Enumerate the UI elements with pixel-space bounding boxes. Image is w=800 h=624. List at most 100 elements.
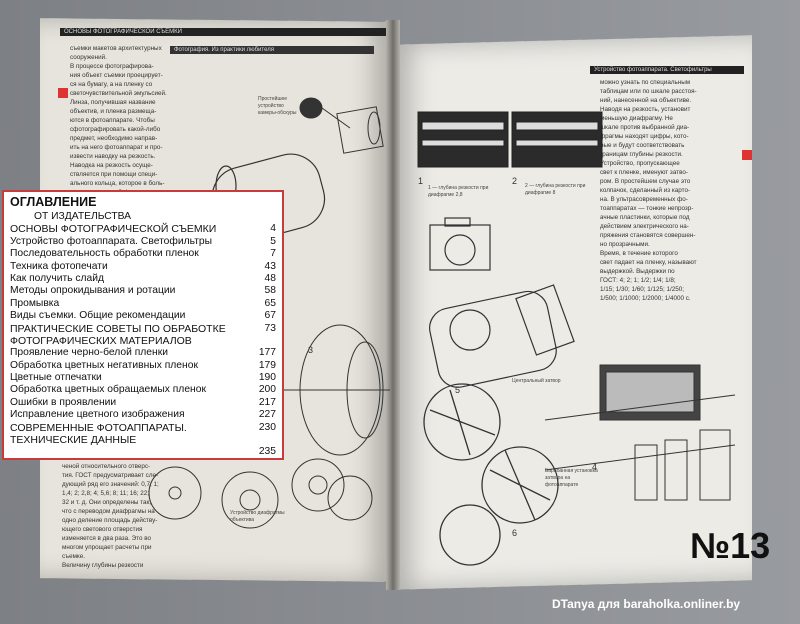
figure-number: 2	[512, 176, 518, 186]
text-line: 1/15; 1/30; 1/60; 1/125; 1/250;	[600, 286, 685, 293]
caption-depth-2: 2 — глубина резкости при диафрагме 8	[525, 183, 586, 196]
text-line: на. В ультрасовременных фо-	[600, 196, 688, 203]
toc-entry-title: Обработка цветных негативных пленок	[10, 359, 198, 371]
issue-number: №13	[690, 525, 771, 566]
text-line: что с переводом диафрагмы на	[62, 508, 155, 515]
text-line: сооружений.	[70, 54, 107, 61]
pinhole-camera-figure	[299, 97, 384, 154]
right-page-header: Устройство фотоаппарата. Светофильтры	[590, 66, 744, 74]
shutter-blades-figure	[148, 458, 373, 529]
right-red-marker	[742, 150, 752, 160]
text-line: шкале против выбранной диа-	[600, 124, 690, 131]
toc-entry: Промывка 65	[10, 298, 276, 310]
depth-scale-figures	[417, 111, 603, 168]
caption-depth-1: 1 — глубина резкости при диафрагме 2,8	[428, 185, 489, 198]
text-line: ющего светового отверстия	[62, 526, 143, 533]
film-transport-figure	[544, 364, 736, 501]
figure-number: 4	[592, 462, 598, 472]
text-line: съемки макетов архитектурных	[70, 45, 162, 52]
text-line: свет к пленке, именуют затво-	[600, 169, 688, 176]
text-line: предмет, необходимо направ-	[70, 135, 158, 142]
text-line: В процессе фотографирова-	[70, 63, 154, 70]
caption-shutter: Центральный затвор	[512, 378, 561, 384]
text-line: съемке.	[62, 553, 85, 560]
toc-entry-title: Методы опрокидывания и ротации	[10, 285, 176, 297]
text-line: Величину глубины резкости	[62, 562, 144, 569]
text-line: но прозрачными.	[600, 241, 650, 248]
book-gutter	[386, 20, 400, 590]
text-line: ального кольца, которое в боль-	[70, 180, 165, 187]
toc-entry-title: ФОТОГРАФИЧЕСКИХ МАТЕРИАЛОВ	[10, 334, 192, 347]
text-line: извести наводку на резкость.	[70, 153, 156, 160]
toc-entry-title: Последовательность обработки пленок	[10, 248, 199, 260]
text-line: изменяется в два раза. Это во	[62, 535, 152, 542]
toc-entry-page: 65	[264, 297, 276, 309]
toc-entry-page: 230	[258, 421, 276, 433]
text-line: фрагмы находят цифры, кото-	[600, 133, 689, 140]
text-line: ся на бумагу, а на пленку со	[70, 81, 153, 88]
text-line: таблицам или по шкале расстоя-	[600, 88, 697, 95]
toc-entry-page: 217	[258, 396, 276, 408]
text-line: границам глубины резкости.	[600, 151, 683, 158]
text-line: ить на него фотоаппарат и про-	[70, 144, 163, 151]
toc-entry: ФОТОГРАФИЧЕСКИХ МАТЕРИАЛОВ	[10, 335, 276, 347]
toc-entry-page: 179	[258, 359, 276, 371]
toc-entry-page: 43	[264, 260, 276, 272]
toc-entry-title: ТЕХНИЧЕСКИЕ ДАННЫЕ	[10, 434, 137, 447]
text-line: пряжения становятся совершен-	[600, 232, 696, 239]
toc-entry-page: 4	[270, 223, 276, 235]
text-line: ром. В простейшем случае это	[600, 178, 691, 185]
lens-cross-section-figure	[280, 324, 390, 456]
camera-body-figure	[429, 217, 491, 271]
toc-entry-title: Исправление цветного изображения	[10, 409, 185, 421]
toc-entry-title: Промывка	[10, 297, 60, 309]
text-line: 1,4; 2; 2,8; 4; 5,6; 8; 11; 16; 22;	[62, 490, 150, 497]
figure-number: 3	[308, 345, 314, 355]
figure-number: 1	[418, 176, 424, 186]
text-line: ния объект съемки проецирует-	[70, 72, 163, 79]
text-line: рые и будут соответствовать	[600, 142, 685, 149]
text-line: выдержкой. Выдержки по	[600, 268, 675, 275]
text-line: 1/500; 1/1000; 1/2000; 1/4000 с.	[600, 295, 691, 302]
text-line: Линза, получившая название	[70, 99, 156, 106]
toc-entry-page: 48	[264, 272, 276, 284]
toc-entry-page: 235	[258, 446, 276, 458]
text-line: меньшую диафрагму. Не	[600, 115, 673, 122]
toc-entry-page: 58	[264, 285, 276, 297]
text-line: действием электрического на-	[600, 223, 689, 230]
text-line: одно деление площадь действу-	[62, 517, 158, 524]
text-line: колпачок, сделанный из карто-	[600, 187, 691, 194]
text-line: Наводка на резкость осуще-	[70, 162, 153, 169]
figure-number: 6	[512, 528, 518, 538]
watermark: DTanya для baraholka.onliner.by	[552, 597, 741, 611]
slr-camera-figure	[429, 284, 575, 388]
text-line: тоаппаратах — тонкие непрозр-	[600, 205, 694, 212]
toc-entry-title: СОВРЕМЕННЫЕ ФОТОАППАРАТЫ.	[10, 421, 187, 434]
left-text-bottom: ченой относительного отверс-тия. ГОСТ пр…	[62, 462, 212, 574]
text-line: сфотографировать какой-либо	[70, 126, 161, 133]
toc-entry-page: 5	[270, 235, 276, 247]
toc-entry-page: 200	[258, 384, 276, 396]
text-line: дующий ряд его значений: 0,7; 1;	[62, 481, 159, 488]
toc-entry-title: Виды съемки. Общие рекомендации	[10, 310, 186, 322]
figure-number: 5	[455, 385, 461, 395]
text-line: Устройство, пропускающее	[600, 160, 680, 167]
left-red-marker	[58, 88, 68, 98]
caption-simple-camera: Простейшее устройство камеры-обскуры	[258, 96, 297, 116]
toc-entry-title: Проявление черно-белой пленки	[10, 347, 168, 359]
text-line: ются в фотоаппарате. Чтобы	[70, 117, 155, 124]
text-line: 32 и т. д. Они определены так,	[62, 499, 152, 506]
text-line: ачные пластинки, которые под	[600, 214, 690, 221]
text-line: ченой относительного отверс-	[62, 463, 151, 470]
text-line: многом упрощает расчеты при	[62, 544, 152, 551]
text-line: ГОСТ: 4; 2; 1; 1/2; 1/4; 1/8;	[600, 277, 676, 284]
text-line: ствляется при помощи специ-	[70, 171, 158, 178]
